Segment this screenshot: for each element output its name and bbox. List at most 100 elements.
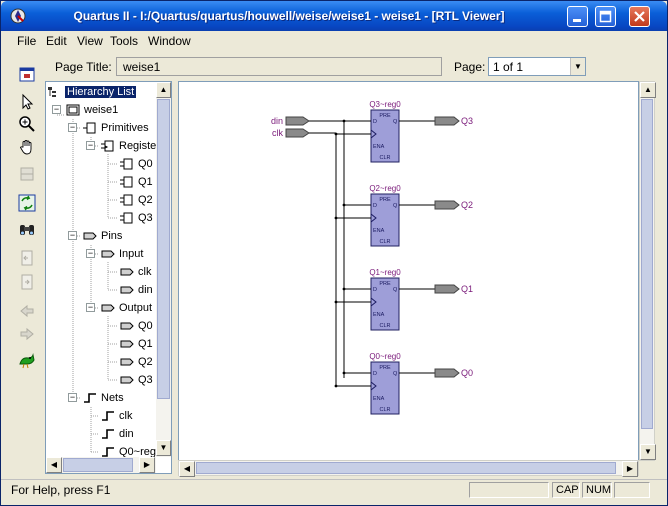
ff-pin-ena: ENA <box>373 312 385 318</box>
tree-item-register-q3[interactable]: Q3 <box>120 209 153 226</box>
refresh-tool[interactable] <box>17 193 37 213</box>
tree-hscroll-thumb[interactable] <box>63 458 133 472</box>
title-bar[interactable]: Quartus II - I:/Quartus/quartus/houwell/… <box>1 1 667 31</box>
canvas-hscroll-thumb[interactable] <box>196 462 616 474</box>
tree-label-input: Input <box>119 247 144 260</box>
find-tool[interactable] <box>17 220 37 240</box>
net-icon <box>102 446 114 457</box>
toggle-registers[interactable]: − <box>86 140 95 150</box>
tree-scroll-thumb[interactable] <box>157 99 170 399</box>
tree-item-primitives[interactable]: Primitives <box>83 119 149 136</box>
ff-pin-ena: ENA <box>373 144 385 150</box>
scroll-right-icon[interactable]: ▶ <box>622 461 638 477</box>
tree-item-register-q1[interactable]: Q1 <box>120 173 153 190</box>
select-pointer-icon <box>22 93 34 110</box>
ff-pin-d: D <box>373 119 377 125</box>
tree-item-input-din[interactable]: din <box>120 281 153 298</box>
output-pin <box>434 368 460 378</box>
tree-item-net-din[interactable]: din <box>101 425 134 442</box>
status-help-text: For Help, press F1 <box>11 483 111 497</box>
tree-label-net: din <box>119 427 134 440</box>
undo-tool <box>17 301 37 321</box>
hand-icon <box>19 140 32 155</box>
tree-item-registers[interactable]: Registers <box>101 137 165 154</box>
register-icon <box>120 212 133 223</box>
scroll-left-icon[interactable]: ◀ <box>46 457 62 473</box>
tree-item-output[interactable]: Output <box>101 299 152 316</box>
output-pin-label: Q1 <box>461 284 473 294</box>
tree-label-primitives: Primitives <box>101 121 149 134</box>
menu-file[interactable]: File <box>17 34 37 48</box>
menu-view[interactable]: View <box>77 34 103 48</box>
window-icon <box>19 67 35 82</box>
minimize-button[interactable] <box>567 6 588 27</box>
scroll-right-icon[interactable]: ▶ <box>139 457 155 473</box>
scroll-left-icon[interactable]: ◀ <box>179 461 195 477</box>
scroll-up-icon[interactable]: ▲ <box>640 82 656 98</box>
tree-item-nets[interactable]: Nets <box>83 389 124 406</box>
junction <box>334 216 338 220</box>
toggle-input[interactable]: − <box>86 248 95 258</box>
ff-pin-d: D <box>373 287 377 293</box>
menu-edit[interactable]: Edit <box>46 34 67 48</box>
maximize-button[interactable] <box>595 6 616 27</box>
tree-item-pins[interactable]: Pins <box>83 227 122 244</box>
page-select[interactable]: 1 of 1 ▼ <box>488 57 586 76</box>
tree-item-net-clk[interactable]: clk <box>101 407 132 424</box>
register-name: Q2~reg0 <box>369 184 401 193</box>
zoom-tool[interactable] <box>17 114 37 134</box>
help-tool[interactable] <box>17 351 37 371</box>
menu-window[interactable]: Window <box>148 34 191 48</box>
tree-item-net-q0reg0[interactable]: Q0~reg0 <box>101 443 162 460</box>
ff-pin-q: Q <box>393 371 398 377</box>
scroll-up-icon[interactable]: ▲ <box>156 82 171 98</box>
tree-horizontal-scrollbar[interactable]: ◀ ▶ <box>46 457 156 473</box>
tree-item-register-q2[interactable]: Q2 <box>120 191 153 208</box>
canvas-scroll-thumb[interactable] <box>641 99 653 429</box>
tree-item-output-q0[interactable]: Q0 <box>120 317 153 334</box>
status-cap: CAP <box>552 482 580 498</box>
toggle-primitives[interactable]: − <box>68 122 77 132</box>
toggle-weise1[interactable]: − <box>52 104 61 114</box>
canvas-horizontal-scrollbar[interactable]: ◀ ▶ <box>178 460 639 477</box>
ff-pin-q: Q <box>393 287 398 293</box>
hierarchy-panel[interactable]: Hierarchy List <box>45 81 172 474</box>
output-pin <box>434 200 460 210</box>
toggle-pins[interactable]: − <box>68 230 77 240</box>
ff-pin-clr: CLR <box>379 407 390 413</box>
hierarchy-list-header[interactable]: Hierarchy List <box>47 83 137 100</box>
menu-bar: File Edit View Tools Window <box>1 31 667 51</box>
scroll-down-icon[interactable]: ▼ <box>156 440 171 456</box>
canvas-vertical-scrollbar[interactable]: ▲ ▼ <box>639 81 656 461</box>
left-toolbar <box>11 61 43 479</box>
tree-vertical-scrollbar[interactable]: ▲ ▼ <box>156 82 171 457</box>
window-title: Quartus II - I:/Quartus/quartus/houwell/… <box>73 9 505 23</box>
tree-item-output-q2[interactable]: Q2 <box>120 353 153 370</box>
menu-tools[interactable]: Tools <box>110 34 139 48</box>
flip-flop <box>370 277 400 331</box>
hand-tool[interactable] <box>17 137 37 157</box>
scroll-down-icon[interactable]: ▼ <box>640 444 656 460</box>
page-back-icon <box>21 250 33 266</box>
tree-item-output-q1[interactable]: Q1 <box>120 335 153 352</box>
tree-item-input[interactable]: Input <box>101 245 143 262</box>
tree-item-input-clk[interactable]: clk <box>120 263 151 280</box>
tree-item-register-q0[interactable]: Q0 <box>120 155 153 172</box>
quartus-icon <box>10 8 26 24</box>
flip-flop <box>370 361 400 415</box>
flip-flop <box>370 193 400 247</box>
toggle-output[interactable]: − <box>86 302 95 312</box>
select-tool[interactable] <box>17 92 37 112</box>
toggle-nets[interactable]: − <box>68 392 77 402</box>
close-button[interactable] <box>629 6 650 27</box>
net-icon <box>102 428 114 439</box>
tree-item-output-q3[interactable]: Q3 <box>120 371 153 388</box>
ff-clock-marker <box>370 381 377 391</box>
junction <box>342 203 346 207</box>
junction <box>342 119 346 123</box>
new-window-tool[interactable] <box>17 65 37 85</box>
chevron-down-icon[interactable]: ▼ <box>570 58 585 75</box>
tree-item-weise1[interactable]: weise1 <box>66 101 118 118</box>
tree-label-weise1: weise1 <box>84 103 119 116</box>
